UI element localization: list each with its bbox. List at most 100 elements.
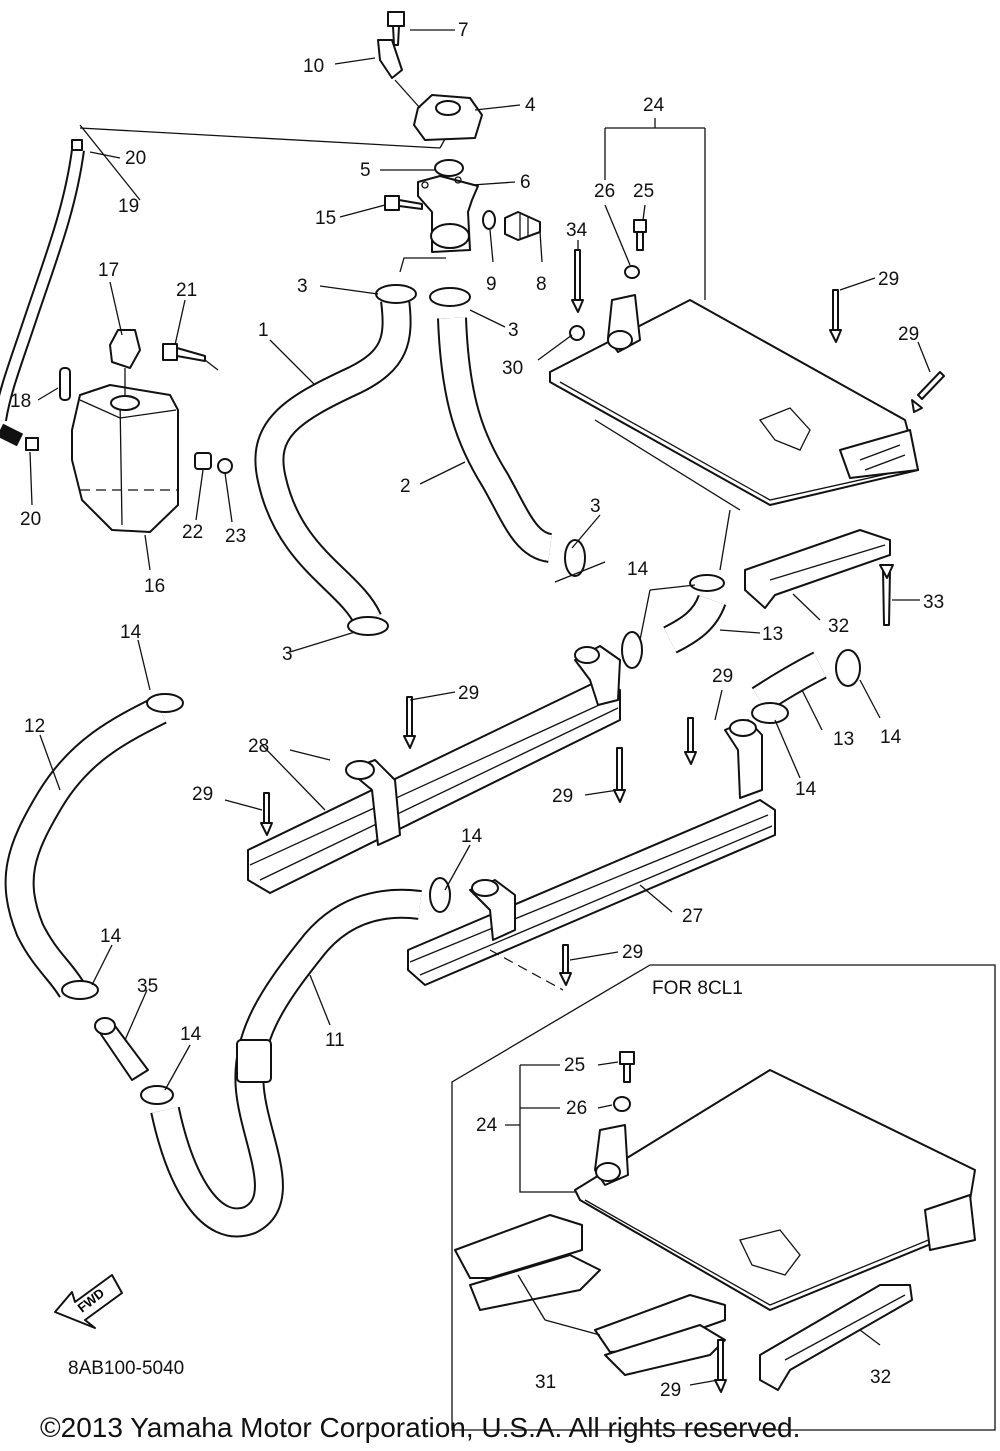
hose-clamp — [71, 139, 83, 151]
heat-exchanger-28 — [247, 645, 621, 894]
callout-1: 1 — [258, 320, 269, 341]
callout-28: 28 — [248, 736, 269, 757]
callout-14-d: 14 — [461, 826, 483, 847]
callout-27: 27 — [682, 906, 703, 927]
reservoir-cap — [109, 329, 141, 395]
cable-holder — [377, 39, 403, 79]
callout-29-e: 29 — [192, 784, 213, 805]
callout-26-top: 26 — [594, 181, 615, 202]
hose-clamp — [751, 702, 789, 724]
leader-lines — [29, 29, 931, 1386]
callout-33: 33 — [923, 592, 944, 613]
callout-14-a: 14 — [627, 559, 649, 580]
stud-bolt — [829, 289, 842, 343]
outlet-pipe — [594, 1124, 629, 1186]
breather-pipe — [59, 367, 71, 401]
callout-14-e: 14 — [120, 622, 142, 643]
callout-3-mid: 3 — [590, 496, 601, 517]
overflow-hose — [0, 149, 85, 447]
callout-15: 15 — [315, 208, 336, 229]
callout-32-top: 32 — [828, 616, 849, 637]
stud-bolt — [260, 792, 273, 836]
gasket — [482, 210, 496, 230]
callout-13-b: 13 — [833, 729, 854, 750]
callout-25-box: 25 — [564, 1055, 585, 1076]
callout-24-box: 24 — [476, 1115, 498, 1136]
nut — [217, 458, 233, 474]
hose-clamp — [564, 539, 586, 577]
callout-8: 8 — [536, 274, 547, 295]
joint-pipe — [94, 1017, 149, 1081]
thermostat-cover — [413, 94, 483, 141]
callout-19: 19 — [118, 196, 139, 217]
heat-exchanger-plate-8cl1 — [574, 1069, 976, 1311]
callout-14-f: 14 — [100, 926, 122, 947]
callout-29-g: 29 — [622, 942, 643, 963]
stud-bolt — [403, 696, 416, 749]
hose-12 — [4, 696, 167, 999]
hose-11 — [150, 888, 422, 1238]
callout-29-c: 29 — [712, 666, 733, 687]
bolt — [633, 219, 647, 251]
variant-label: FOR 8CL1 — [652, 978, 743, 999]
callout-18: 18 — [10, 391, 31, 412]
callout-3-right: 3 — [508, 320, 519, 341]
callout-21: 21 — [176, 280, 197, 301]
guide-line — [554, 561, 606, 583]
callout-23: 23 — [225, 526, 246, 547]
callout-25-top: 25 — [633, 181, 654, 202]
callout-11: 11 — [325, 1030, 345, 1051]
bolt — [384, 195, 423, 211]
stud-bolt — [613, 747, 626, 803]
callout-35: 35 — [137, 976, 158, 997]
callout-26-box: 26 — [566, 1098, 587, 1119]
stud-bolt — [911, 371, 945, 413]
copyright-notice: ©2013 Yamaha Motor Corporation, U.S.A. A… — [40, 1412, 800, 1443]
callout-numbers: 7 10 4 5 6 15 9 8 3 3 1 2 3 3 20 19 17 2… — [10, 20, 944, 1401]
callout-29-h: 29 — [660, 1380, 681, 1401]
guide-line — [399, 257, 446, 273]
heat-exchanger-27 — [407, 719, 776, 986]
reinforcement-plate — [454, 1214, 601, 1311]
guide-line — [489, 949, 564, 991]
thermostat-housing — [417, 175, 479, 253]
callout-14-c: 14 — [795, 779, 817, 800]
callout-14-g: 14 — [180, 1024, 202, 1045]
callout-3-top: 3 — [297, 276, 308, 297]
callout-22: 22 — [182, 522, 203, 543]
mounting-bracket — [759, 1284, 913, 1391]
callout-29-d: 29 — [458, 683, 479, 704]
callout-12: 12 — [24, 716, 45, 737]
o-ring — [434, 159, 464, 177]
hose-clamp — [429, 877, 451, 913]
bolt — [619, 1051, 635, 1083]
reinforcement-plate — [594, 1294, 726, 1376]
hose-clamp — [621, 631, 643, 669]
guide-line — [204, 359, 219, 371]
callout-29-b: 29 — [898, 324, 919, 345]
hose-clamp — [347, 616, 389, 636]
thermo-switch — [504, 211, 541, 241]
callout-14-b: 14 — [880, 727, 902, 748]
stud-bolt — [571, 249, 584, 313]
callout-3-bottom: 3 — [282, 644, 293, 665]
mounting-bracket — [744, 529, 891, 609]
callout-13-a: 13 — [762, 624, 783, 645]
hose-clamp — [689, 574, 725, 592]
stud-bolt — [879, 564, 894, 626]
washer — [624, 265, 640, 279]
bolt — [162, 343, 206, 362]
variant-box: FOR 8CL1 — [451, 964, 996, 1431]
callout-16: 16 — [144, 576, 165, 597]
fwd-arrow-icon: FWD — [54, 1274, 123, 1329]
guide-line — [289, 749, 331, 761]
callout-29-f: 29 — [552, 786, 573, 807]
callout-10: 10 — [303, 56, 324, 77]
callout-5: 5 — [360, 160, 371, 181]
callout-34: 34 — [566, 220, 588, 241]
stud-bolt — [684, 717, 697, 765]
callout-2: 2 — [400, 476, 411, 497]
callout-29-a: 29 — [878, 269, 899, 290]
hose-clamp — [835, 649, 861, 687]
